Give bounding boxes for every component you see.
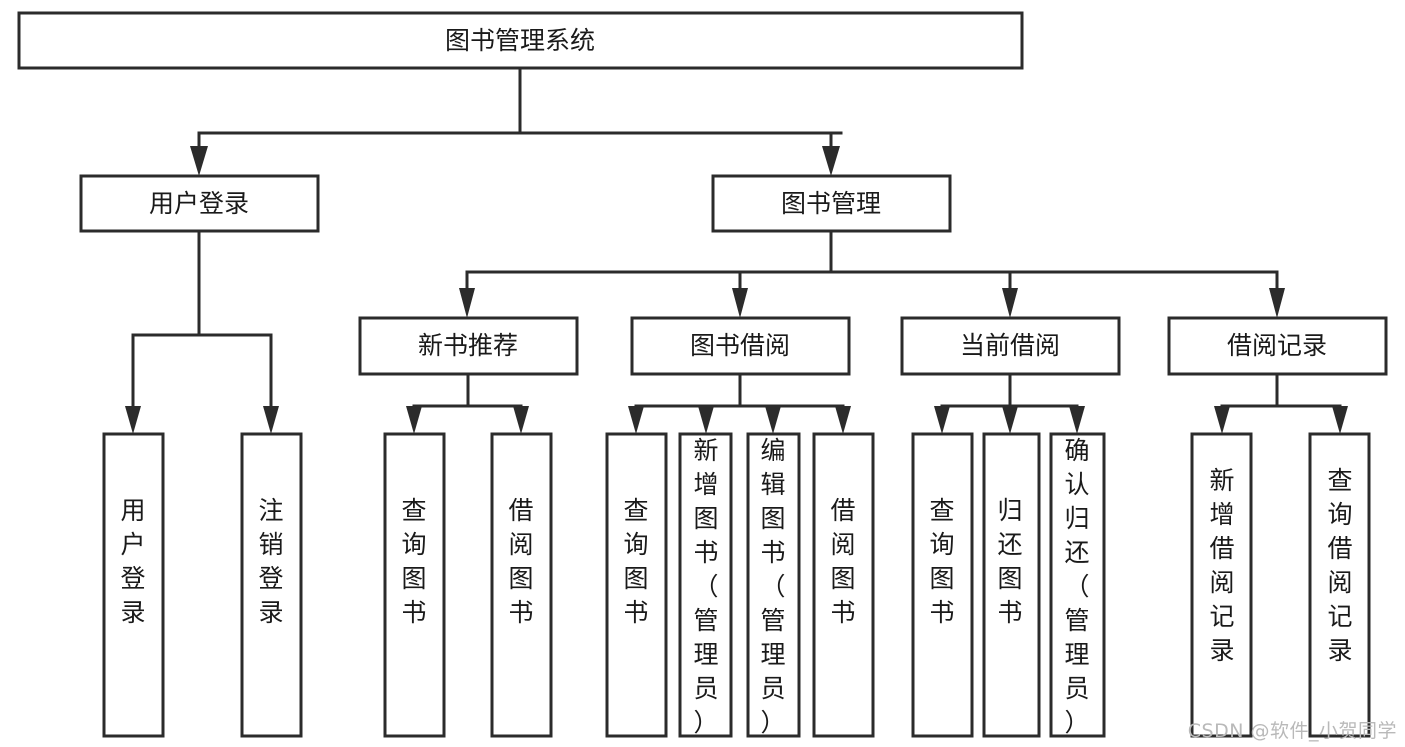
arrow-icon-to-records xyxy=(1269,288,1285,318)
node-borrow-label: 图书借阅 xyxy=(690,331,790,360)
node-login[interactable]: 用户登录 xyxy=(79,174,320,233)
arrow-icon-to-current xyxy=(1002,288,1018,318)
leaf-add-book[interactable]: 新增图书（管理员） xyxy=(678,432,733,738)
leaf-query-book-1-box[interactable] xyxy=(383,432,446,738)
leaf-query-book-1[interactable]: 查询图书 xyxy=(383,432,446,738)
leaf-query-book-3-box[interactable] xyxy=(911,432,974,738)
leaf-query-book-3[interactable]: 查询图书 xyxy=(911,432,974,738)
arrow-icon-to-query-book-1 xyxy=(406,406,422,434)
leaf-user-login-box[interactable] xyxy=(102,432,165,738)
connector-bookmgmt-to-level2 xyxy=(459,229,1285,318)
connector-newbook-to-leaves xyxy=(406,372,529,434)
leaf-query-record[interactable]: 查询借阅记录 xyxy=(1308,432,1371,738)
arrow-icon-to-query-book-2 xyxy=(628,406,644,434)
leaf-borrow-book-1[interactable]: 借阅图书 xyxy=(490,432,553,738)
leaf-confirm-return-label: 确认归还（管理员） xyxy=(1064,436,1089,737)
node-bookmgmt-box[interactable] xyxy=(711,174,952,233)
leaf-query-book-2-label: 查询图书 xyxy=(623,496,648,627)
arrow-icon-to-bookmgmt xyxy=(822,146,840,176)
node-current-label: 当前借阅 xyxy=(960,331,1060,360)
leaf-add-record-box[interactable] xyxy=(1190,432,1253,738)
connector-borrow-to-leaves xyxy=(628,372,851,434)
leaf-add-book-label: 新增图书（管理员） xyxy=(693,436,718,737)
leaf-edit-book[interactable]: 编辑图书（管理员） xyxy=(746,432,801,738)
node-borrow-box[interactable] xyxy=(630,316,851,376)
arrow-icon-to-borrow xyxy=(732,288,748,318)
node-newbook-label: 新书推荐 xyxy=(418,331,518,360)
node-newbook-box[interactable] xyxy=(358,316,579,376)
leaf-query-record-label: 查询借阅记录 xyxy=(1327,466,1352,665)
leaf-borrow-book-1-label: 借阅图书 xyxy=(508,496,533,627)
node-records-box[interactable] xyxy=(1167,316,1388,376)
connector-login-to-leaves xyxy=(125,229,279,434)
leaf-edit-book-box[interactable] xyxy=(746,432,801,738)
leaf-user-login-label: 用户登录 xyxy=(120,496,145,627)
node-records-label: 借阅记录 xyxy=(1227,331,1327,360)
arrow-icon-to-add-book xyxy=(698,406,714,434)
node-bookmgmt[interactable]: 图书管理 xyxy=(711,174,952,233)
arrow-icon-to-login xyxy=(190,146,208,176)
arrow-icon-to-edit-book xyxy=(765,406,781,434)
leaf-confirm-return[interactable]: 确认归还（管理员） xyxy=(1049,432,1106,738)
connector-current-to-leaves xyxy=(934,372,1085,434)
leaf-return-book-box[interactable] xyxy=(982,432,1041,738)
leaf-confirm-return-box[interactable] xyxy=(1049,432,1106,738)
node-login-label: 用户登录 xyxy=(149,189,249,218)
connector-records-to-leaves xyxy=(1214,372,1348,434)
leaf-query-book-3-label: 查询图书 xyxy=(929,496,954,627)
arrow-icon-to-borrow-book-2 xyxy=(835,406,851,434)
leaf-borrow-book-2[interactable]: 借阅图书 xyxy=(812,432,875,738)
csdn-watermark: CSDN @软件_小贺同学 xyxy=(1187,720,1397,742)
arrow-icon-to-borrow-book-1 xyxy=(513,406,529,434)
leaf-add-book-box[interactable] xyxy=(678,432,733,738)
leaf-borrow-book-2-label: 借阅图书 xyxy=(830,496,855,627)
arrow-icon-to-query-book-3 xyxy=(934,406,950,434)
node-records[interactable]: 借阅记录 xyxy=(1167,316,1388,376)
node-newbook[interactable]: 新书推荐 xyxy=(358,316,579,376)
leaf-edit-book-label: 编辑图书（管理员） xyxy=(760,436,785,737)
arrow-icon-to-query-record xyxy=(1332,406,1348,434)
leaf-return-book[interactable]: 归还图书 xyxy=(982,432,1041,738)
leaf-user-logout-box[interactable] xyxy=(240,432,303,738)
leaf-user-logout-label: 注销登录 xyxy=(258,496,283,627)
node-borrow[interactable]: 图书借阅 xyxy=(630,316,851,376)
node-root-box[interactable] xyxy=(17,11,1024,70)
leaf-user-login[interactable]: 用户登录 xyxy=(102,432,165,738)
arrow-icon-to-user-logout xyxy=(263,406,279,434)
arrow-icon-to-return-book xyxy=(1002,406,1018,434)
leaf-query-book-2-box[interactable] xyxy=(605,432,668,738)
leaf-query-book-1-label: 查询图书 xyxy=(401,496,426,627)
node-current[interactable]: 当前借阅 xyxy=(900,316,1121,376)
leaf-user-logout[interactable]: 注销登录 xyxy=(240,432,303,738)
leaf-borrow-book-1-box[interactable] xyxy=(490,432,553,738)
leaf-add-record[interactable]: 新增借阅记录 xyxy=(1190,432,1253,738)
node-login-box[interactable] xyxy=(79,174,320,233)
leaf-query-record-box[interactable] xyxy=(1308,432,1371,738)
node-current-box[interactable] xyxy=(900,316,1121,376)
connector-root-to-level1 xyxy=(190,66,843,176)
leaf-return-book-label: 归还图书 xyxy=(997,496,1022,627)
node-root[interactable]: 图书管理系统 xyxy=(17,11,1024,70)
arrow-icon-to-newbook xyxy=(459,288,475,318)
leaf-add-record-label: 新增借阅记录 xyxy=(1209,466,1234,665)
leaf-borrow-book-2-box[interactable] xyxy=(812,432,875,738)
arrow-icon-to-add-record xyxy=(1214,406,1230,434)
arrow-icon-to-user-login xyxy=(125,406,141,434)
node-bookmgmt-label: 图书管理 xyxy=(781,189,881,218)
arrow-icon-to-confirm-return xyxy=(1069,406,1085,434)
node-root-label: 图书管理系统 xyxy=(445,26,595,55)
leaf-query-book-2[interactable]: 查询图书 xyxy=(605,432,668,738)
